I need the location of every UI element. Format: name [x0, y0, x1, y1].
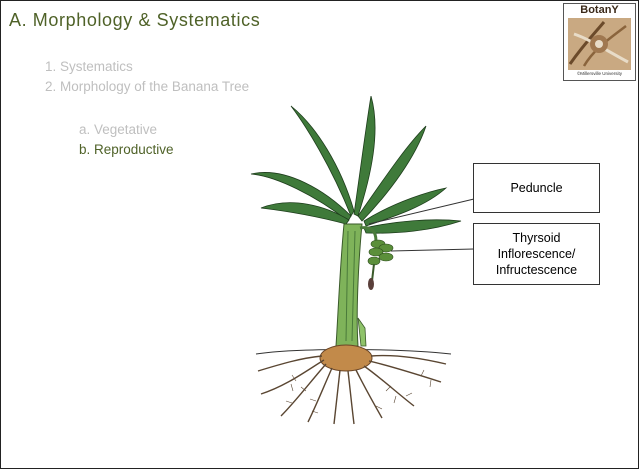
callout-peduncle-label: Peduncle — [510, 181, 562, 195]
callout-peduncle: Peduncle — [473, 163, 600, 213]
callout-inflorescence: Thyrsoid Inflorescence/ Infructescence — [473, 223, 600, 285]
callout-inflorescence-line3: Infructescence — [496, 262, 577, 278]
callout-inflorescence-line1: Thyrsoid — [513, 230, 561, 246]
callout-inflorescence-line2: Inflorescence/ — [498, 246, 576, 262]
